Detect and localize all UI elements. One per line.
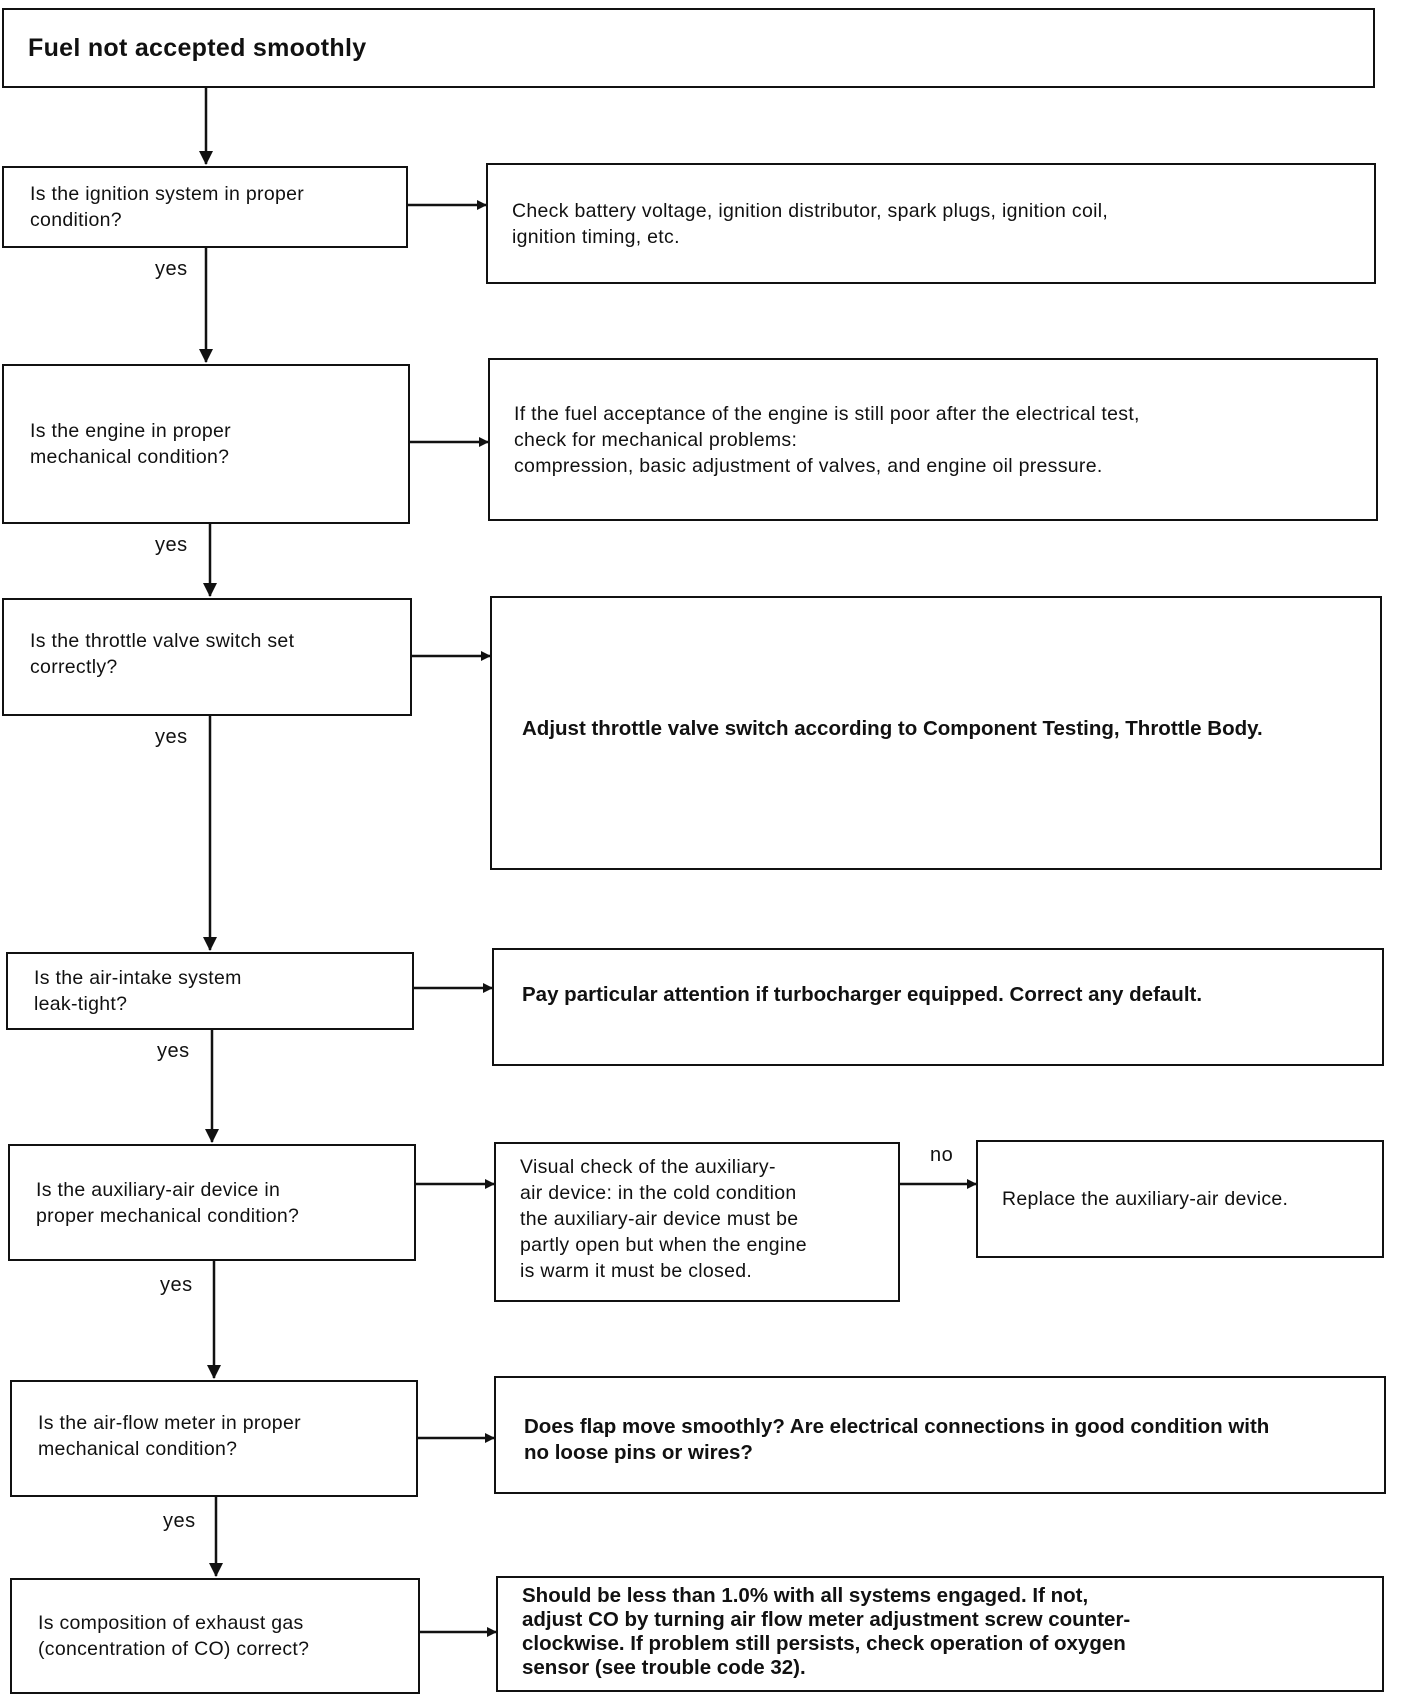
action-check-ignition: Check battery voltage, ignition distribu… (486, 163, 1376, 284)
action-text: Does flap move smoothly? Are electrical … (524, 1415, 1270, 1464)
yes-label: yes (155, 534, 188, 556)
question-auxiliary-air: Is the auxiliary-air device in proper me… (8, 1144, 416, 1261)
action-text: Check battery voltage, ignition distribu… (512, 199, 1109, 248)
action-adjust-throttle: Adjust throttle valve switch according t… (490, 596, 1382, 870)
title-text: Fuel not accepted smoothly (28, 34, 367, 62)
question-text: Is the engine in proper mechanical condi… (30, 420, 231, 468)
yes-label: yes (155, 726, 188, 748)
action-text: Visual check of the auxiliary- air devic… (520, 1156, 807, 1282)
question-air-flow-meter: Is the air-flow meter in proper mechanic… (10, 1380, 418, 1497)
action-check-flap: Does flap move smoothly? Are electrical … (494, 1376, 1386, 1494)
action-text: Pay particular attention if turbocharger… (522, 983, 1203, 1006)
yes-label: yes (160, 1274, 193, 1296)
question-exhaust-gas: Is composition of exhaust gas (concentra… (10, 1578, 420, 1694)
question-text: Is the auxiliary-air device in proper me… (36, 1178, 300, 1227)
action-turbocharger: Pay particular attention if turbocharger… (492, 948, 1384, 1066)
question-throttle-switch: Is the throttle valve switch set correct… (2, 598, 412, 716)
action-text: Adjust throttle valve switch according t… (522, 717, 1263, 740)
action-visual-check-auxiliary: Visual check of the auxiliary- air devic… (494, 1142, 900, 1302)
flowchart-title: Fuel not accepted smoothly (2, 8, 1375, 88)
question-text: Is the air-flow meter in proper mechanic… (38, 1412, 301, 1460)
yes-label: yes (155, 258, 188, 280)
action-text: Should be less than 1.0% with all system… (522, 1584, 1131, 1679)
question-text: Is the throttle valve switch set correct… (30, 630, 295, 678)
action-check-mechanical: If the fuel acceptance of the engine is … (488, 358, 1378, 521)
yes-label: yes (163, 1510, 196, 1532)
action-text: If the fuel acceptance of the engine is … (514, 402, 1140, 477)
action-adjust-co: Should be less than 1.0% with all system… (496, 1576, 1384, 1692)
question-ignition-system: Is the ignition system in proper conditi… (2, 166, 408, 248)
question-air-intake: Is the air-intake system leak-tight? (6, 952, 414, 1030)
action-replace-auxiliary: Replace the auxiliary-air device. (976, 1140, 1384, 1258)
question-text: Is the ignition system in proper conditi… (30, 183, 305, 231)
action-text: Replace the auxiliary-air device. (1002, 1188, 1289, 1210)
question-text: Is the air-intake system leak-tight? (34, 967, 242, 1015)
yes-label: yes (157, 1040, 190, 1062)
no-label: no (930, 1144, 954, 1166)
question-engine-mechanical: Is the engine in proper mechanical condi… (2, 364, 410, 524)
question-text: Is composition of exhaust gas (concentra… (38, 1612, 310, 1660)
